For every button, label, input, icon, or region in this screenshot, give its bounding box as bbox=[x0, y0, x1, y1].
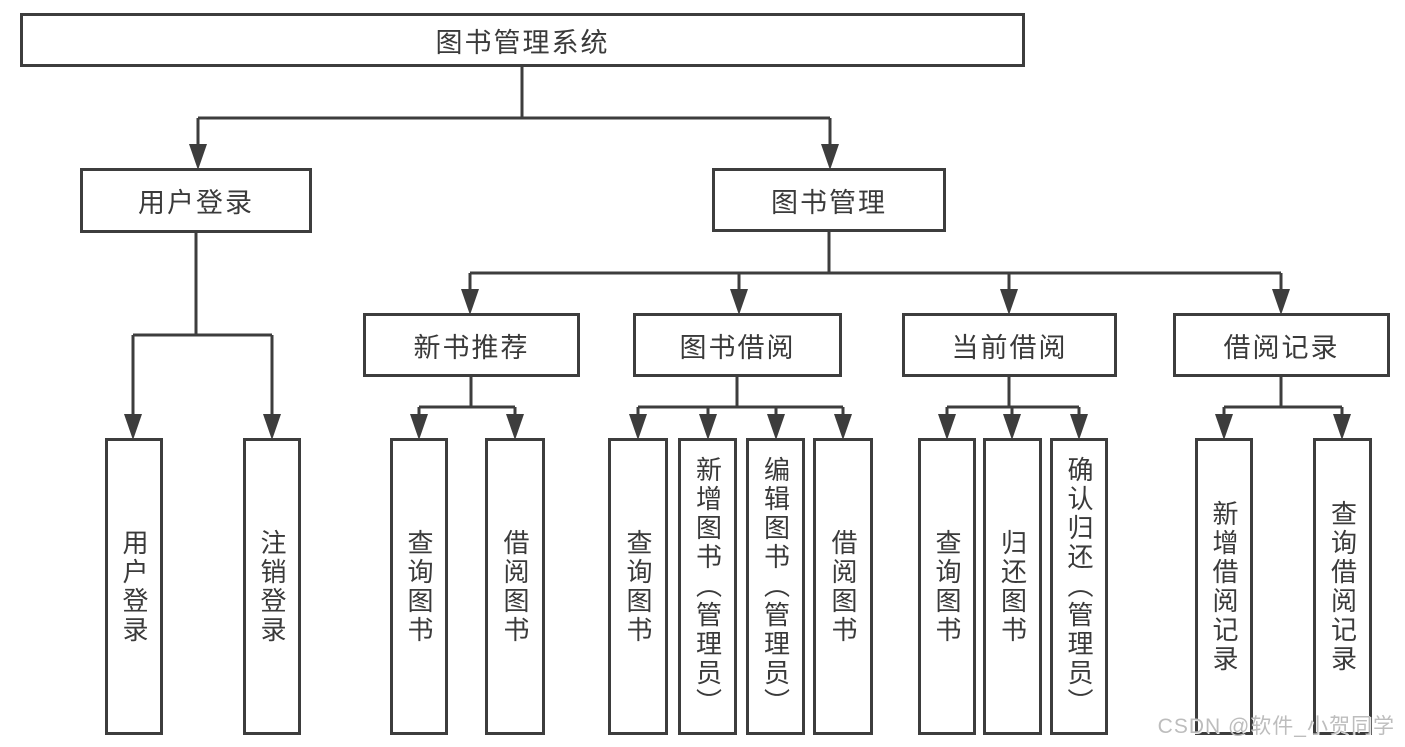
node-new-book-recommendation: 新书推荐 bbox=[363, 313, 580, 377]
leaf-add-borrow-record: 新增借阅记录 bbox=[1195, 438, 1253, 735]
leaf-user-login: 用户登录 bbox=[105, 438, 163, 735]
csdn-watermark: CSDN @软件_小贺同学 bbox=[1157, 715, 1395, 738]
node-borrowing-records: 借阅记录 bbox=[1173, 313, 1390, 377]
node-user-login: 用户登录 bbox=[80, 168, 312, 233]
node-book-management: 图书管理 bbox=[712, 168, 946, 232]
leaf-borrow-books-recommend: 借阅图书 bbox=[485, 438, 545, 735]
node-library-management-system: 图书管理系统 bbox=[20, 13, 1025, 67]
arrowheads bbox=[124, 144, 1351, 440]
leaf-edit-books-admin: 编辑图书（管理员） bbox=[746, 438, 805, 735]
leaf-logout: 注销登录 bbox=[243, 438, 301, 735]
leaf-query-books-current: 查询图书 bbox=[918, 438, 976, 735]
leaf-query-books-borrowing: 查询图书 bbox=[608, 438, 668, 735]
leaf-add-books-admin: 新增图书（管理员） bbox=[678, 438, 737, 735]
leaf-confirm-return-admin: 确认归还（管理员） bbox=[1050, 438, 1108, 735]
node-book-borrowing: 图书借阅 bbox=[633, 313, 842, 377]
leaf-return-books: 归还图书 bbox=[983, 438, 1042, 735]
leaf-borrow-books-borrowing: 借阅图书 bbox=[813, 438, 873, 735]
leaf-query-borrow-record: 查询借阅记录 bbox=[1313, 438, 1372, 735]
leaf-query-books-recommend: 查询图书 bbox=[390, 438, 448, 735]
node-current-borrowing: 当前借阅 bbox=[902, 313, 1117, 377]
